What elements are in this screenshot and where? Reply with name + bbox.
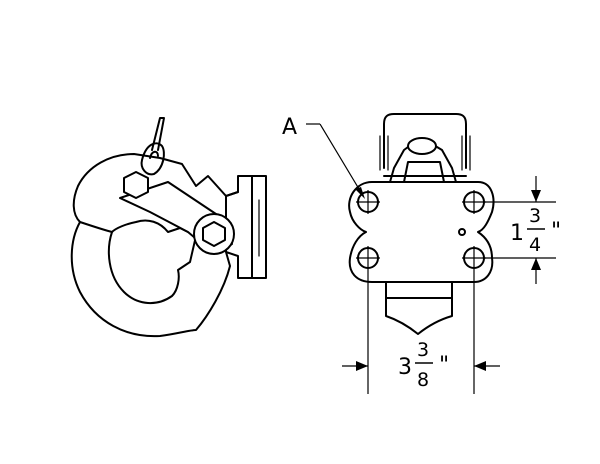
dim-height-numerator: 3 <box>529 205 541 227</box>
side-view <box>70 117 267 338</box>
side-hex-nut-small <box>123 171 149 199</box>
front-top-nut <box>407 137 437 155</box>
dim-width-denominator: 8 <box>417 369 429 391</box>
dimension-bolt-spacing-horizontal: 3 3 8 " <box>342 270 500 394</box>
dim-arrow-up <box>531 258 541 270</box>
front-bolt-hole-bl <box>356 246 380 270</box>
side-cotter-pin <box>140 117 165 176</box>
dim-arrow-left <box>474 361 486 371</box>
side-hook-throat <box>107 219 197 304</box>
dim-width-whole: 3 <box>398 355 412 380</box>
callout-a: A <box>282 115 365 199</box>
dim-arrow-right <box>356 361 368 371</box>
dim-height-unit: " <box>551 219 561 244</box>
dim-width-unit: " <box>439 353 449 378</box>
front-bolt-hole-tr <box>462 190 486 214</box>
front-grease-fitting <box>458 228 466 236</box>
dim-arrow-down <box>531 190 541 202</box>
callout-arrowhead <box>355 187 365 199</box>
dim-height-whole: 1 <box>510 221 524 246</box>
front-shank <box>385 269 453 335</box>
side-hex-nut-large <box>202 221 226 247</box>
dim-height-denominator: 4 <box>529 234 541 256</box>
front-view <box>348 113 495 335</box>
dimension-bolt-spacing-vertical: 1 3 4 " <box>484 176 561 284</box>
callout-label: A <box>282 115 297 140</box>
front-bail-handle <box>383 113 467 169</box>
dim-width-numerator: 3 <box>417 339 429 361</box>
